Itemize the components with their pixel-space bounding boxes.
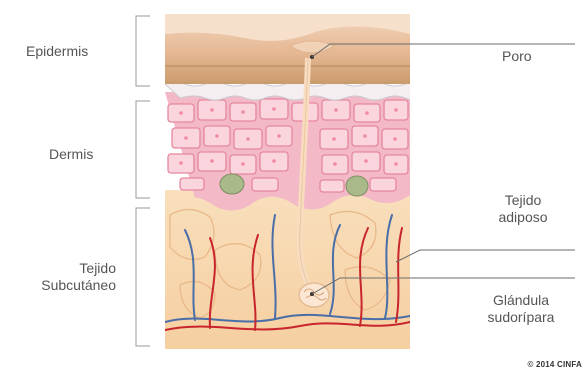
subcutaneous-label: Tejido Subcutáneo: [20, 260, 116, 294]
gland-label-line2: sudorípara: [466, 309, 576, 326]
adipose-leader: [396, 250, 575, 262]
dermal-fibers: [165, 82, 425, 100]
dermis-label: Dermis: [49, 146, 93, 163]
adipose-label: Tejido adiposo: [478, 192, 568, 226]
copyright-notice: © 2014 CINFA: [527, 360, 582, 369]
subcutaneous-bracket: [136, 208, 150, 346]
subcutaneous-label-line1: Tejido: [20, 260, 116, 277]
subcutaneous-label-line2: Subcutáneo: [20, 277, 116, 294]
gland-label: Glándula sudorípara: [466, 292, 576, 326]
epidermis-bracket: [136, 16, 150, 86]
pore-label: Poro: [502, 48, 532, 65]
dermis-bracket: [136, 101, 150, 198]
layer-brackets: [136, 16, 150, 346]
adipose-label-line1: Tejido: [478, 192, 568, 209]
adipose-label-line2: adiposo: [478, 209, 568, 226]
epidermis-label: Epidermis: [26, 43, 88, 60]
gland-label-line1: Glándula: [466, 292, 576, 309]
